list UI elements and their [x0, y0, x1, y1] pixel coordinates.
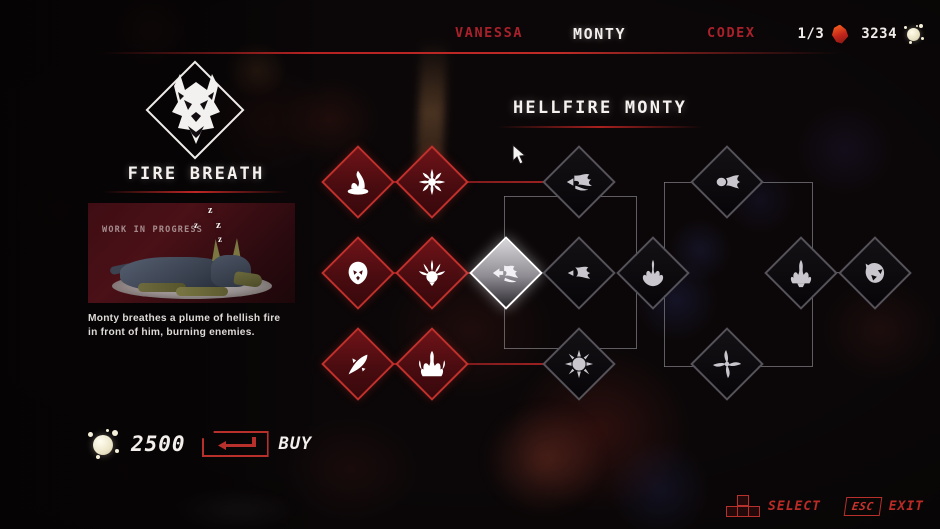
sleep-mark: z — [216, 219, 221, 231]
tree-link — [458, 181, 580, 183]
skill-node-fire-breath[interactable] — [469, 236, 543, 310]
skill-node-blaze-pillar[interactable] — [764, 236, 838, 310]
skill-node-flame-streak[interactable] — [542, 145, 616, 219]
sun-flare-icon — [553, 338, 605, 390]
flame-burst-icon — [406, 247, 458, 299]
skill-node-flame-jet[interactable] — [542, 236, 616, 310]
skill-node-four-flame[interactable] — [690, 327, 764, 401]
sleep-mark: z — [194, 220, 198, 230]
flame-jet-icon — [553, 247, 605, 299]
fire-breath-icon — [480, 247, 532, 299]
skill-node-burst-star[interactable] — [395, 145, 469, 219]
prompt-exit-label: EXIT — [888, 498, 924, 514]
prompt-select[interactable]: SELECT — [726, 495, 821, 517]
skill-node-comet-flame[interactable] — [690, 145, 764, 219]
flame-streak-icon — [553, 156, 605, 208]
hound-skull-icon — [332, 247, 384, 299]
nav-tab-monty[interactable]: MONTY — [573, 25, 627, 43]
nav-underline — [100, 52, 840, 54]
esc-key-icon: ESC — [843, 496, 883, 516]
skill-node-fire-bowl[interactable] — [321, 145, 395, 219]
hud-counters: 1/3 3234 — [797, 24, 924, 44]
skill-preview-card: WORK IN PROGRESS z z z z — [88, 203, 295, 303]
sleep-mark: z — [218, 234, 222, 244]
footer-prompts: SELECT ESC EXIT — [726, 495, 924, 517]
nav-tab-vanessa[interactable]: VANESSA — [455, 25, 524, 41]
buy-label: BUY — [278, 434, 313, 454]
skill-node-wild-flame[interactable] — [616, 236, 690, 310]
sleep-mark: z — [208, 205, 213, 216]
skill-node-meteor-drop[interactable] — [321, 327, 395, 401]
shards-value: 1/3 — [797, 26, 825, 42]
prompt-select-label: SELECT — [768, 498, 822, 514]
tree-title-underline — [497, 126, 703, 128]
sleeping-hound-icon — [109, 238, 266, 296]
arrow-keys-icon — [726, 495, 761, 517]
blaze-pillar-icon — [775, 247, 827, 299]
work-in-progress-watermark: WORK IN PROGRESS — [102, 225, 204, 235]
skill-node-hellhound[interactable] — [838, 236, 912, 310]
enter-key-icon — [201, 431, 269, 457]
skill-node-sun-flare[interactable] — [542, 327, 616, 401]
skill-description: Monty breathes a plume of hellish fire i… — [88, 313, 281, 339]
coin-icon — [904, 24, 924, 44]
skill-name-underline — [103, 191, 289, 193]
prompt-exit[interactable]: ESC EXIT — [843, 496, 924, 516]
price-value: 2500 — [131, 432, 186, 456]
fire-sigil-icon — [406, 338, 458, 390]
skill-node-flame-burst[interactable] — [395, 236, 469, 310]
tree-link — [827, 272, 849, 273]
hud-currency: 3234 — [861, 24, 924, 44]
skill-price: 2500 — [88, 428, 186, 460]
burst-star-icon — [406, 156, 458, 208]
fire-bowl-icon — [332, 156, 384, 208]
hud-shards: 1/3 — [797, 25, 848, 44]
wild-flame-icon — [627, 247, 679, 299]
comet-flame-icon — [701, 156, 753, 208]
hellhound-head-icon — [145, 60, 245, 160]
skill-detail-panel: FIRE BREATH WORK IN PROGRESS z z z z Mon… — [88, 60, 304, 341]
four-flame-icon — [701, 338, 753, 390]
hellhound-icon — [849, 247, 901, 299]
top-bar: VANESSA MONTY CODEX 1/3 3234 — [0, 0, 940, 58]
purchase-bar: 2500 BUY — [88, 428, 312, 460]
main-nav: VANESSA MONTY CODEX — [455, 25, 785, 47]
tree-link — [458, 363, 580, 365]
skill-node-fire-sigil[interactable] — [395, 327, 469, 401]
buy-button[interactable]: BUY — [201, 431, 313, 457]
skill-name: FIRE BREATH — [127, 164, 265, 184]
nav-tab-codex[interactable]: CODEX — [707, 25, 756, 41]
mouse-pointer-icon — [512, 143, 528, 166]
currency-value: 3234 — [861, 26, 897, 42]
meteor-drop-icon — [332, 338, 384, 390]
tree-title: HELLFIRE MONTY — [512, 98, 688, 118]
skill-node-hound-skull[interactable] — [321, 236, 395, 310]
coin-icon — [88, 428, 120, 460]
